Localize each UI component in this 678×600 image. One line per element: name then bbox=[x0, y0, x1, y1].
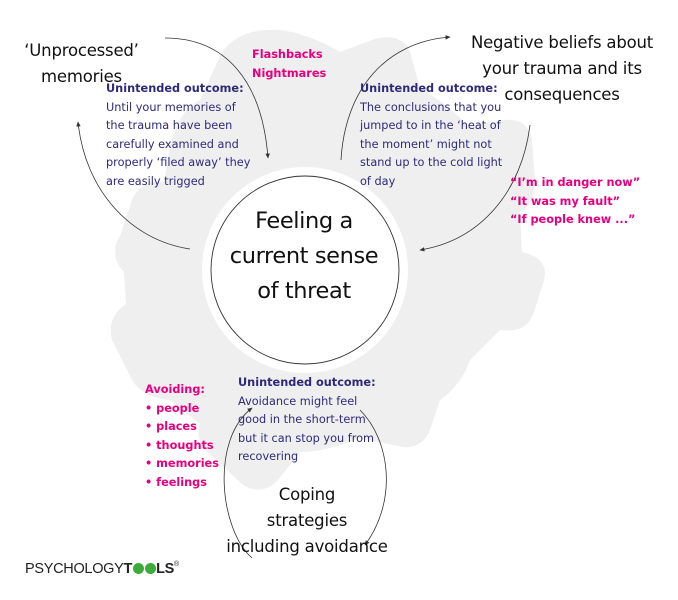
center-line: of threat bbox=[257, 278, 351, 304]
arrow-memories-to-threat bbox=[164, 37, 270, 159]
highlight-line: Nightmares bbox=[252, 66, 327, 80]
outcome-line: properly ‘filed away’ they bbox=[106, 156, 251, 169]
highlight-line: Avoiding: bbox=[145, 383, 205, 396]
psychology-tools-logo: PSYCHOLOGYT LS® bbox=[25, 561, 179, 577]
logo-gear-icon bbox=[144, 563, 156, 574]
outcome-line: carefully examined and bbox=[106, 137, 239, 151]
highlight-line: “If people knew ...” bbox=[510, 213, 636, 226]
outcome-heading: Unintended outcome: bbox=[238, 376, 376, 389]
logo-gear-icon bbox=[132, 563, 144, 574]
arrow-threat-to-memories bbox=[76, 121, 191, 250]
outcome-memories: Unintended outcome: Until your memories … bbox=[106, 80, 250, 191]
highlight-line: “It was my fault” bbox=[510, 194, 621, 208]
node-line: ‘Unprocessed’ bbox=[24, 41, 139, 60]
outcome-line: The conclusions that you bbox=[360, 100, 502, 114]
node-negative-beliefs: Negative beliefs about your trauma and i… bbox=[460, 30, 664, 108]
outcome-line: the trauma have been bbox=[106, 119, 233, 132]
highlight-intrusions: Flashbacks Nightmares bbox=[252, 46, 326, 83]
node-line: including avoidance bbox=[226, 537, 388, 556]
highlight-belief-examples: “I’m in danger now” “It was my fault” “I… bbox=[510, 174, 640, 230]
arrow-beliefs-to-threat bbox=[419, 124, 531, 252]
outcome-line: of day bbox=[360, 174, 396, 188]
outcome-line: good in the short-term bbox=[238, 413, 366, 426]
outcome-beliefs: Unintended outcome: The conclusions that… bbox=[360, 80, 502, 191]
highlight-line: • thoughts bbox=[145, 438, 214, 452]
arrow-coping-to-threat bbox=[223, 407, 253, 559]
highlight-line: Flashbacks bbox=[252, 48, 323, 61]
node-line: your trauma and its bbox=[482, 59, 642, 78]
registered-mark: ® bbox=[174, 561, 179, 568]
outcome-line: stand up to the cold light bbox=[360, 156, 503, 169]
node-line: strategies bbox=[266, 511, 348, 530]
logo-prefix: PSYCHOLOGY bbox=[25, 561, 124, 577]
center-line: Feeling a bbox=[255, 208, 353, 234]
highlight-line: • memories bbox=[145, 457, 219, 470]
outcome-line: Until your memories of bbox=[106, 100, 236, 114]
highlight-line: • places bbox=[145, 420, 197, 433]
highlight-line: • people bbox=[145, 401, 200, 415]
outcome-line: are easily trigged bbox=[106, 174, 205, 188]
center-node-label: Feeling a current sense of threat bbox=[214, 204, 394, 309]
node-line: consequences bbox=[504, 85, 620, 104]
outcome-line: jumped to in the ‘heat of bbox=[360, 119, 501, 132]
highlight-line: “I’m in danger now” bbox=[510, 176, 641, 189]
outcome-line: the moment’ might not bbox=[360, 137, 492, 151]
arrow-threat-to-beliefs bbox=[340, 35, 451, 161]
center-line: current sense bbox=[229, 243, 379, 269]
highlight-avoiding-list: Avoiding: • people • places • thoughts •… bbox=[145, 381, 219, 492]
logo-t: T bbox=[123, 561, 133, 577]
outcome-heading: Unintended outcome: bbox=[360, 82, 498, 95]
node-unprocessed-memories: ‘Unprocessed’ memories bbox=[14, 38, 149, 90]
outcome-line: but it can stop you from bbox=[238, 431, 375, 445]
outcome-line: recovering bbox=[238, 450, 299, 463]
logo-ls: LS bbox=[156, 561, 175, 577]
outcome-line: Avoidance might feel bbox=[238, 394, 358, 408]
outcome-avoidance: Unintended outcome: Avoidance might feel… bbox=[238, 374, 376, 467]
outcome-heading: Unintended outcome: bbox=[106, 82, 244, 95]
center-circle bbox=[210, 175, 400, 365]
node-line: Coping bbox=[278, 485, 336, 504]
node-line: memories bbox=[41, 67, 122, 86]
node-coping-strategies: Coping strategies including avoidance bbox=[222, 482, 392, 560]
highlight-line: • feelings bbox=[145, 475, 207, 489]
arrow-threat-to-coping bbox=[359, 409, 387, 546]
node-line: Negative beliefs about bbox=[470, 33, 654, 52]
